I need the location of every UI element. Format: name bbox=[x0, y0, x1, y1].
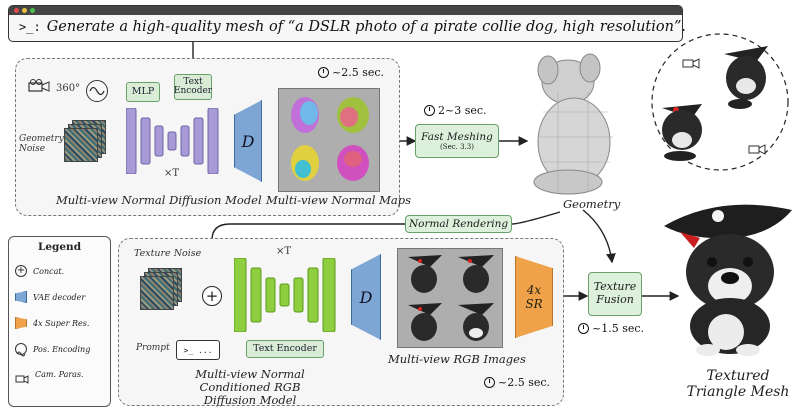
vae-decoder-swatch bbox=[15, 291, 27, 303]
normal-rendering-box: Normal Rendering bbox=[405, 215, 512, 233]
camera-orbit-icon-1 bbox=[682, 54, 700, 69]
stage2-timer: ~2.5 sec. bbox=[484, 376, 550, 389]
textured-mesh-render bbox=[660, 186, 796, 356]
legend-label-posenc: Pos. Encoding bbox=[33, 344, 91, 354]
pos-encoding-icon bbox=[86, 80, 108, 102]
meshing-timer: 2~3 sec. bbox=[424, 104, 487, 117]
stage1-loop-label: ×T bbox=[164, 168, 180, 179]
prompt-prefix: >_: bbox=[19, 20, 41, 34]
geometry-noise-label: Geometry Noise bbox=[19, 134, 64, 155]
plus-circle-icon: + bbox=[15, 265, 27, 277]
result-caption-1: Textured bbox=[706, 368, 770, 384]
stopwatch-icon bbox=[318, 67, 329, 78]
prompt-sentence: Generate a high-quality mesh of “a DSLR … bbox=[46, 19, 686, 35]
mlp-box: MLP bbox=[126, 82, 160, 102]
dog-thumb-3 bbox=[408, 303, 442, 341]
camera-orbit-icon-2 bbox=[748, 140, 766, 155]
fusion-time: ~1.5 sec. bbox=[592, 322, 645, 335]
result-caption: Textured Triangle Mesh bbox=[682, 368, 794, 400]
text-encoder-2-box: Text Encoder bbox=[246, 340, 324, 358]
dog-thumb-1 bbox=[408, 255, 442, 293]
fast-meshing-ref: (Sec. 3.3) bbox=[440, 143, 474, 151]
legend-item-sr: 4x Super Res. bbox=[15, 317, 89, 329]
sine-wave-icon bbox=[15, 343, 27, 357]
fusion-timer: ~1.5 sec. bbox=[578, 322, 644, 335]
stage1-timer: ~2.5 sec. bbox=[318, 66, 384, 79]
legend-label-concat: Concat. bbox=[33, 266, 65, 276]
stopwatch-icon bbox=[484, 377, 495, 388]
text-encoder-box: Text Encoder bbox=[174, 74, 212, 100]
texture-noise-label: Texture Noise bbox=[134, 248, 202, 259]
legend-item-posenc: Pos. Encoding bbox=[15, 343, 91, 357]
legend-item-cam: Cam. Paras. bbox=[15, 369, 84, 384]
stage1-model-caption: Multi-view Normal Diffusion Model bbox=[56, 193, 262, 207]
geometry-mesh-render bbox=[528, 52, 628, 200]
legend-item-concat: + Concat. bbox=[15, 265, 64, 277]
stage2-model-caption: Multi-view Normal Conditioned RGB Diffus… bbox=[160, 367, 340, 408]
fusion-label-1: Texture bbox=[593, 280, 637, 294]
legend-label-vae: VAE decoder bbox=[33, 292, 86, 302]
legend-item-vae: VAE decoder bbox=[15, 291, 85, 303]
normal-maps-panel bbox=[278, 88, 380, 192]
dog-render-front bbox=[652, 96, 712, 162]
fast-meshing-label: Fast Meshing bbox=[421, 130, 493, 143]
maximize-dot-icon bbox=[30, 8, 35, 13]
vae-decoder-1: D bbox=[234, 100, 262, 182]
stage1-maps-caption: Multi-view Normal Maps bbox=[266, 193, 411, 207]
sr-label-bottom: SR bbox=[525, 297, 543, 311]
prompt-titlebar bbox=[9, 6, 682, 15]
stopwatch-icon bbox=[424, 105, 435, 116]
stage2-loop-label: ×T bbox=[276, 246, 292, 257]
legend-title: Legend bbox=[37, 241, 82, 253]
dog-render-back bbox=[716, 40, 776, 110]
camera-angle-label: 360° bbox=[56, 83, 81, 94]
unet-rgb-diffusion bbox=[233, 257, 342, 336]
close-dot-icon bbox=[14, 8, 19, 13]
stage2-time: ~2.5 sec. bbox=[498, 376, 551, 389]
geometry-to-normal-path bbox=[511, 211, 561, 225]
legend-panel: Legend + Concat. VAE decoder 4x Super Re… bbox=[8, 236, 111, 407]
meshing-time: 2~3 sec. bbox=[438, 104, 487, 117]
unet-normal-diffusion bbox=[125, 107, 222, 178]
stage2-model-caption-2: Diffusion Model bbox=[203, 393, 297, 408]
concat-icon: + bbox=[202, 286, 222, 306]
orbit-circle bbox=[651, 33, 789, 171]
legend-label-sr: 4x Super Res. bbox=[33, 318, 90, 328]
stopwatch-icon bbox=[578, 323, 589, 334]
camera-icon bbox=[28, 78, 50, 92]
sr-label-top: 4x bbox=[526, 282, 542, 297]
geometry-to-fusion-arrow bbox=[582, 209, 616, 264]
legend-label-cam: Cam. Paras. bbox=[35, 369, 84, 379]
geometry-caption: Geometry bbox=[563, 197, 621, 211]
prompt-window: >_: Generate a high-quality mesh of “a DS… bbox=[8, 5, 686, 42]
prompt-text: >_: Generate a high-quality mesh of “a DS… bbox=[19, 19, 686, 35]
fast-meshing-box: Fast Meshing (Sec. 3.3) bbox=[415, 124, 499, 158]
geometry-noise-tile-1 bbox=[64, 128, 98, 162]
prompt-label: Prompt bbox=[136, 343, 170, 353]
stage2-images-caption: Multi-view RGB Images bbox=[388, 352, 526, 366]
dog-thumb-4 bbox=[458, 303, 494, 341]
texture-noise-tile-1 bbox=[140, 276, 174, 310]
prompt-terminal-icon: >_ ... bbox=[176, 340, 220, 360]
super-res-block: 4x SR bbox=[515, 256, 553, 338]
texture-fusion-box: Texture Fusion bbox=[588, 272, 642, 316]
normal-rendering-label: Normal Rendering bbox=[408, 217, 509, 230]
dog-thumb-2 bbox=[458, 255, 494, 293]
result-caption-2: Triangle Mesh bbox=[686, 384, 790, 401]
vae-decoder-2: D bbox=[351, 254, 381, 340]
stage1-time: ~2.5 sec. bbox=[332, 66, 385, 79]
fusion-label-2: Fusion bbox=[596, 293, 634, 306]
stage2-model-caption-1: Multi-view Normal Conditioned RGB bbox=[195, 367, 305, 395]
rgb-images-panel bbox=[397, 248, 503, 348]
super-res-swatch bbox=[15, 317, 27, 329]
minimize-dot-icon bbox=[22, 8, 27, 13]
camera-icon bbox=[15, 369, 29, 384]
